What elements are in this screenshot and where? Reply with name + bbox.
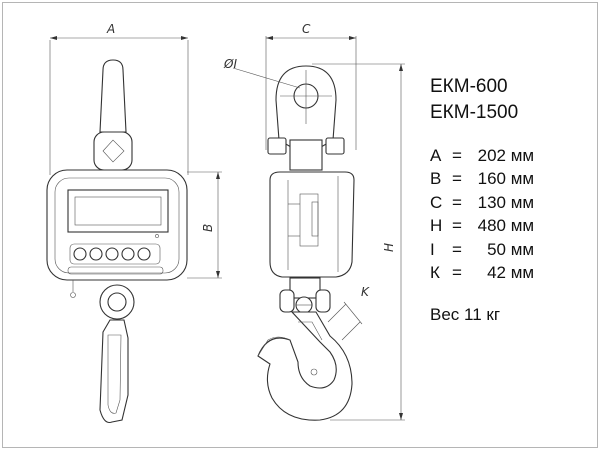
display-window	[67, 189, 169, 233]
dimension-row: A = 202 мм	[430, 144, 534, 167]
dimension-row: H = 480 мм	[430, 214, 534, 237]
front-view: A B	[46, 22, 222, 424]
dimension-key: H	[430, 216, 443, 236]
front-hook	[99, 319, 129, 424]
side-view: C ØI K	[223, 22, 405, 421]
spec-panel: ЕКМ-600 ЕКМ-1500 A = 202 мм B = 160 мм C = 130…	[430, 74, 534, 325]
model-name: ЕКМ-1500	[430, 102, 519, 123]
dimension-key: C	[430, 192, 443, 212]
dimension-value: 50	[487, 239, 506, 259]
dimension-value: 160	[477, 169, 506, 189]
dimension-row: К = 42 мм	[430, 261, 534, 284]
dimension-value: 202	[477, 146, 506, 165]
dimension-k-label: K	[361, 285, 370, 299]
dimension-unit: мм	[510, 169, 535, 189]
equals-sign: =	[452, 169, 462, 189]
dimension-value: 480	[477, 216, 506, 236]
weight-label: Вес 11 кг	[430, 305, 501, 325]
equals-sign: =	[452, 239, 462, 259]
dimension-unit: мм	[510, 192, 535, 212]
keypad-buttons	[73, 247, 151, 261]
dimension-list: A = 202 мм B = 160 мм C = 130 мм H = 480 мм I = 50…	[430, 144, 534, 284]
dimension-unit: мм	[510, 239, 535, 259]
dimension-value: 130	[477, 192, 506, 212]
equals-sign: =	[452, 263, 462, 283]
dimension-key: B	[430, 169, 442, 189]
equals-sign: =	[452, 192, 462, 212]
dimension-value: 42	[487, 263, 506, 283]
dimension-row: C = 130 мм	[430, 191, 534, 214]
side-hook	[257, 311, 353, 421]
model-name: ЕКМ-600	[430, 76, 508, 97]
dimension-c-label: C	[302, 22, 311, 36]
dimension-unit: мм	[510, 263, 535, 283]
dimension-unit: мм	[510, 216, 535, 236]
dimension-row: B = 160 мм	[430, 167, 534, 190]
equals-sign: =	[452, 146, 462, 165]
dimension-key: К	[430, 263, 440, 283]
dimension-h-label: H	[382, 243, 396, 252]
dimension-key: A	[430, 146, 442, 165]
top-eye-bolt	[99, 59, 127, 133]
dimension-key: I	[430, 239, 435, 259]
dimension-a-label: A	[106, 22, 115, 36]
equals-sign: =	[452, 216, 462, 236]
dimension-b-label: B	[201, 224, 215, 232]
dimension-row: I = 50 мм	[430, 238, 534, 261]
dimension-i-label: ØI	[223, 57, 237, 71]
dimension-unit: мм	[510, 146, 535, 165]
